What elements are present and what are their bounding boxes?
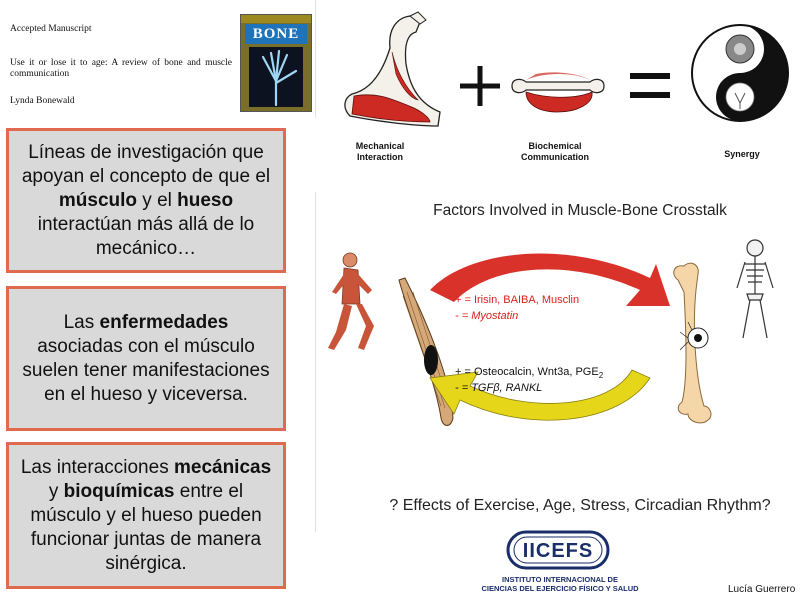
iicefs-logo	[506, 530, 610, 570]
crosstalk-title: Factors Involved in Muscle-Bone Crosstal…	[433, 202, 727, 219]
logo-line1: INSTITUTO INTERNACIONAL DE	[502, 575, 618, 584]
research-lines-box: Líneas de investigación que apoyan el co…	[6, 128, 286, 273]
muscle-to-bone-negative: - = Myostatin	[455, 310, 519, 322]
synergy-equation	[344, 11, 789, 127]
journal-cover: BONE	[240, 14, 312, 112]
manuscript-label: Accepted Manuscript	[10, 24, 92, 34]
crosstalk-diagram	[328, 239, 774, 426]
logo-abbr: IICEFS	[522, 540, 594, 562]
manuscript-title: Use it or lose it to age: A review of bo…	[10, 58, 232, 79]
interactions-box: Las interacciones mecánicas y bioquímica…	[6, 442, 286, 589]
bone-icon	[673, 262, 712, 424]
skeleton-icon	[736, 239, 774, 339]
diseases-box: Las enfermedades asociadas con el múscul…	[6, 286, 286, 431]
logo-line2: CIENCIAS DEL EJERCICIO FÍSICO Y SALUD	[481, 584, 639, 593]
biochemical-caption: Biochemical Communication	[520, 141, 589, 162]
flexed-arm-icon	[344, 11, 441, 127]
xray-hand-icon	[249, 47, 303, 107]
mechanical-caption: Mechanical Interaction	[355, 141, 405, 162]
bone-to-muscle-negative: - = TGFβ, RANKL	[455, 382, 543, 394]
effects-question: ? Effects of Exercise, Age, Stress, Circ…	[389, 497, 771, 514]
manuscript-author: Lynda Bonewald	[10, 96, 75, 106]
plus-icon	[460, 66, 500, 106]
red-arrow-icon	[430, 253, 670, 306]
journal-cover-title: BONE	[245, 24, 307, 44]
bone-muscle-icon	[511, 72, 605, 113]
yin-yang-icon	[691, 24, 789, 122]
muscle-icon	[398, 277, 454, 426]
muscle-to-bone-positive: + = Irisin, BAIBA, Musclin	[455, 294, 580, 306]
bone-to-muscle-positive: + = Osteocalcin, Wnt3a, PGE2	[455, 366, 604, 381]
credit-author: Lucía Guerrero	[728, 584, 796, 595]
runner-muscles-icon	[328, 252, 374, 350]
yellow-arrow-icon	[429, 369, 651, 421]
synergy-caption: Synergy	[724, 149, 760, 159]
equals-icon	[630, 73, 670, 98]
